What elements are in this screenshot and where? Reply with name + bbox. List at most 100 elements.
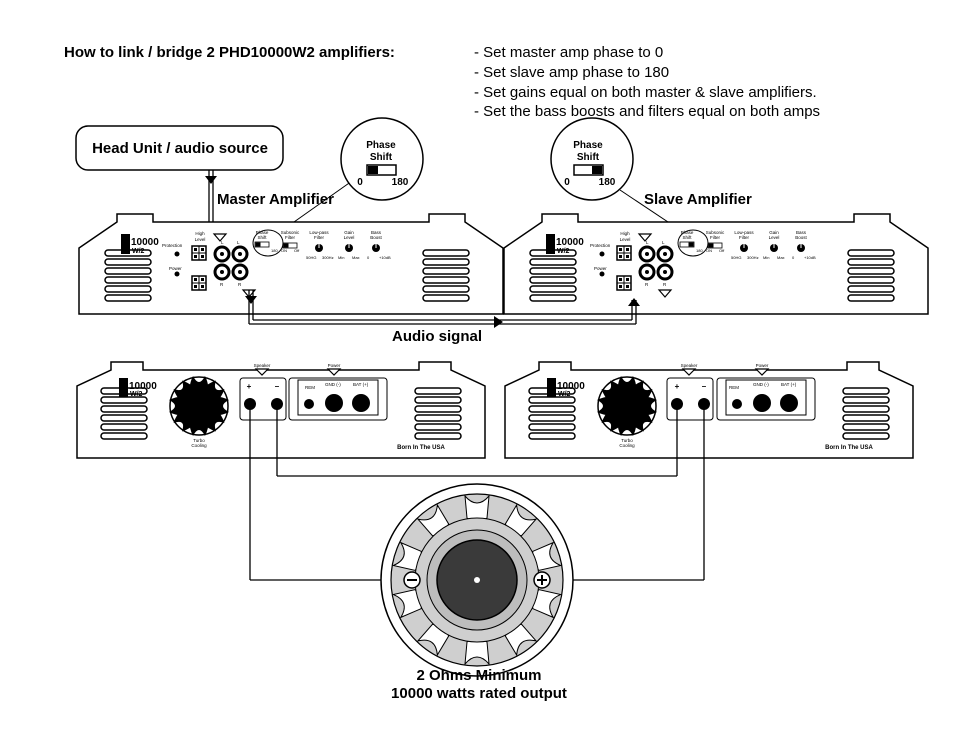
svg-text:Speaker: Speaker — [254, 363, 271, 368]
svg-text:GND (-): GND (-) — [325, 382, 341, 387]
fan-icon — [597, 376, 657, 436]
svg-text:Subsonic: Subsonic — [281, 230, 300, 235]
svg-text:ON: ON — [281, 248, 287, 253]
svg-text:–: – — [702, 382, 707, 391]
svg-text:W/2: W/2 — [132, 248, 145, 255]
audio-signal-label: Audio signal — [392, 328, 482, 345]
head-unit-box — [75, 125, 284, 171]
svg-text:0: 0 — [564, 177, 570, 188]
svg-text:180: 180 — [696, 248, 703, 253]
svg-text:Phase: Phase — [256, 230, 269, 235]
master-amp-label: Master Amplifier — [217, 191, 334, 208]
svg-text:Max: Max — [352, 255, 360, 260]
svg-text:L: L — [646, 240, 649, 245]
svg-text:Shift: Shift — [682, 235, 692, 240]
slave-amp-front: 10000 W/2 Protection Power High Level L … — [503, 213, 929, 315]
speaker-watts-label: 10000 watts rated output — [391, 685, 567, 702]
svg-text:+10dB: +10dB — [804, 255, 816, 260]
svg-text:BAT (+): BAT (+) — [353, 382, 369, 387]
svg-text:10000: 10000 — [131, 237, 159, 248]
svg-text:Low-pass: Low-pass — [309, 230, 329, 235]
svg-text:Filter: Filter — [314, 235, 325, 240]
brand-logo: 10000 W/2 — [547, 378, 585, 398]
svg-text:Power: Power — [169, 266, 182, 271]
svg-text:R: R — [645, 282, 649, 287]
svg-text:R: R — [220, 282, 224, 287]
svg-text:Phase: Phase — [681, 230, 694, 235]
svg-text:High: High — [195, 231, 205, 236]
svg-text:+: + — [247, 382, 252, 391]
svg-text:Turbo: Turbo — [193, 438, 205, 443]
svg-text:Low-pass: Low-pass — [734, 230, 754, 235]
svg-text:Off: Off — [719, 248, 725, 253]
svg-text:GND (-): GND (-) — [753, 382, 769, 387]
svg-text:Min: Min — [763, 255, 769, 260]
audio-signal-link — [245, 290, 640, 328]
svg-text:+: + — [675, 382, 680, 391]
speaker-plus-terminal — [533, 571, 551, 589]
svg-text:BAT (+): BAT (+) — [781, 382, 797, 387]
svg-text:Born In The USA: Born In The USA — [397, 445, 445, 451]
svg-text:Protection: Protection — [162, 243, 183, 248]
svg-text:Bass: Bass — [796, 230, 807, 235]
svg-text:Speaker: Speaker — [681, 363, 698, 368]
svg-text:W/2: W/2 — [557, 248, 570, 255]
instruction-3: - Set gains equal on both master & slave… — [474, 84, 817, 101]
fan-icon — [169, 376, 229, 436]
instruction-1: - Set master amp phase to 0 — [474, 44, 663, 61]
svg-text:Max: Max — [777, 255, 785, 260]
svg-text:L: L — [662, 240, 665, 245]
svg-text:+10dB: +10dB — [379, 255, 391, 260]
master-amp-front: 10000 W/2 Protection Power High Level L … — [78, 213, 504, 315]
svg-text:REM: REM — [305, 385, 315, 390]
svg-text:Boost: Boost — [795, 235, 807, 240]
svg-text:Gain: Gain — [769, 230, 779, 235]
svg-text:10000: 10000 — [129, 381, 157, 392]
svg-text:R: R — [663, 282, 667, 287]
svg-text:Filter: Filter — [710, 235, 721, 240]
svg-text:50HG: 50HG — [731, 255, 741, 260]
svg-text:10000: 10000 — [557, 381, 585, 392]
svg-text:High: High — [620, 231, 630, 236]
svg-text:Power: Power — [756, 363, 769, 368]
brand-logo: 10000 W/2 — [546, 234, 584, 255]
svg-text:Shift: Shift — [370, 152, 393, 163]
speaker-wiring — [249, 404, 705, 581]
svg-text:–: – — [275, 382, 280, 391]
svg-text:L: L — [221, 240, 224, 245]
svg-text:Cooling: Cooling — [619, 443, 635, 448]
svg-text:Filter: Filter — [739, 235, 750, 240]
speaker-minus-terminal — [403, 571, 421, 589]
svg-text:10000: 10000 — [556, 237, 584, 248]
svg-text:Filter: Filter — [285, 235, 296, 240]
instruction-2: - Set slave amp phase to 180 — [474, 64, 669, 81]
svg-text:Bass: Bass — [371, 230, 382, 235]
svg-text:Boost: Boost — [370, 235, 382, 240]
slave-amp-label: Slave Amplifier — [644, 191, 752, 208]
svg-text:180: 180 — [392, 177, 409, 188]
svg-text:R: R — [238, 282, 242, 287]
svg-text:50HG: 50HG — [306, 255, 316, 260]
svg-text:Level: Level — [344, 235, 355, 240]
brand-logo: 10000 W/2 — [121, 234, 159, 255]
svg-text:Shift: Shift — [577, 152, 600, 163]
svg-text:Phase: Phase — [366, 140, 396, 151]
master-phase-callout: Phase Shift 0 180 — [276, 117, 424, 235]
subwoofer-speaker — [380, 483, 574, 677]
svg-text:Turbo: Turbo — [621, 438, 633, 443]
svg-text:300Hz: 300Hz — [322, 255, 334, 260]
svg-text:Level: Level — [620, 237, 631, 242]
master-phase-highlight — [252, 229, 284, 257]
svg-text:Protection: Protection — [590, 243, 611, 248]
instruction-4: - Set the bass boosts and filters equal … — [474, 103, 820, 120]
svg-text:Power: Power — [594, 266, 607, 271]
svg-text:Gain: Gain — [344, 230, 354, 235]
svg-text:ON: ON — [706, 248, 712, 253]
slave-amp-rear: 10000 W/2 Turbo Cooling Speaker + – Powe… — [504, 361, 914, 459]
master-amp-rear: 10000 W/2 Turbo Cooling Speaker + – Powe… — [76, 361, 486, 459]
svg-text:Shift: Shift — [257, 235, 267, 240]
svg-text:Power: Power — [328, 363, 341, 368]
svg-text:Phase: Phase — [573, 140, 603, 151]
brand-logo: 10000 W/2 — [119, 378, 157, 398]
